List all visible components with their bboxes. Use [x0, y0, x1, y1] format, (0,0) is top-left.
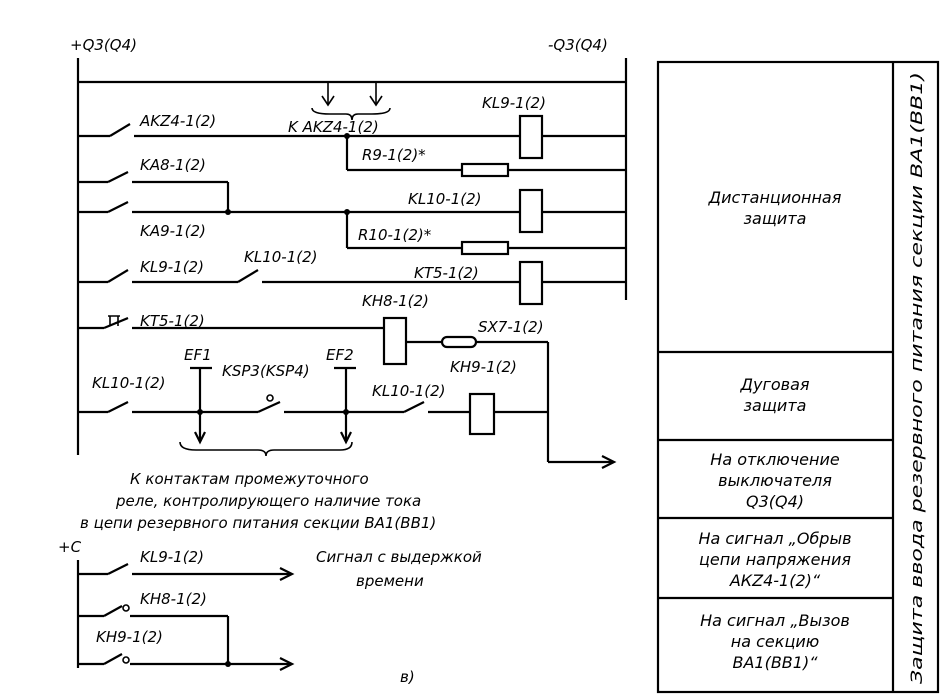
- ef2-arrow: [340, 431, 352, 445]
- row3-line1: На отключение: [710, 450, 840, 469]
- table-frame: [656, 60, 940, 694]
- kl9-contact-label: KL9-1(2): [140, 258, 204, 276]
- kh8-coil-label: KH8-1(2): [362, 292, 429, 310]
- ksp3-contact: [257, 400, 281, 414]
- kh9-signal-marker: [122, 656, 130, 664]
- row4-line2: цепи напряжения: [699, 550, 851, 569]
- ksp3-label: KSP3(KSP4): [222, 362, 310, 380]
- row1-line2: защита: [744, 209, 807, 228]
- ef2-node: [343, 409, 349, 415]
- k-akz-label: K AKZ4-1(2): [288, 118, 379, 136]
- r10-node: [344, 209, 350, 215]
- row4-line1: На сигнал „Обрыв: [698, 529, 851, 548]
- ka9-contact: [107, 201, 129, 213]
- r10-resistor: [460, 240, 510, 256]
- kl9-signal-label: KL9-1(2): [140, 548, 204, 566]
- kh9-coil-label: KH9-1(2): [450, 358, 517, 376]
- kh9-signal-label: KH9-1(2): [96, 628, 163, 646]
- row5-line1: На сигнал „Вызов: [700, 611, 850, 630]
- caption-line-1: К контактам промежуточного: [130, 470, 369, 488]
- kt5-coil: [518, 260, 544, 306]
- r9-label: R9-1(2)*: [362, 146, 426, 164]
- row1-line1: Дистанционная: [708, 188, 842, 207]
- row3-line2: выключателя: [718, 471, 832, 490]
- kl10-coil: [518, 188, 544, 234]
- kl9-signal-contact: [107, 563, 129, 575]
- kl10-contact-right-label: KL10-1(2): [372, 382, 445, 400]
- minus-bus-label: -Q3(Q4): [548, 36, 608, 54]
- kl10-contact: [237, 269, 259, 283]
- kl10-coil-label: KL10-1(2): [408, 190, 481, 208]
- row5-line3: ВА1(ВВ1)“: [732, 653, 818, 672]
- figure-letter: в): [400, 668, 415, 686]
- ka-node: [225, 209, 231, 215]
- ef2-label: EF2: [326, 346, 354, 364]
- kl10-right-contact: [403, 401, 425, 413]
- r10-label: R10-1(2)*: [358, 226, 432, 244]
- r9-resistor: [460, 162, 510, 178]
- kl10-left-contact: [107, 401, 129, 413]
- row5-line2: на секцию: [731, 632, 819, 651]
- kh9-coil: [468, 392, 496, 436]
- sx7-label: SX7-1(2): [478, 318, 544, 336]
- row2-line1: Дуговая: [739, 375, 809, 394]
- kt5-coil-label: KT5-1(2): [414, 264, 479, 282]
- r9-node: [344, 133, 350, 139]
- kl9-coil-label: KL9-1(2): [482, 94, 546, 112]
- kh9-signal-contact: [103, 653, 123, 665]
- output-arrow: [601, 455, 617, 469]
- akz-arrowhead-1: [321, 95, 335, 107]
- signal-arrow-1: [279, 567, 295, 581]
- akz-brace: [311, 107, 391, 121]
- ka8-label: KA8-1(2): [140, 156, 206, 174]
- sensors-brace: [179, 441, 353, 457]
- kl9-contact: [107, 269, 129, 283]
- akz-arrowhead-2: [369, 95, 383, 107]
- signal-text-line-1: Сигнал с выдержкой: [316, 548, 482, 566]
- kt5-contact: [103, 316, 129, 330]
- ka8-contact: [107, 171, 129, 183]
- kh8-signal-marker: [122, 604, 130, 612]
- kt5-contact-label: KT5-1(2): [140, 312, 205, 330]
- kl10-contact-label: KL10-1(2): [244, 248, 317, 266]
- protection-table: Дистанционная защита Дуговая защита На о…: [656, 60, 940, 694]
- ef1-node: [197, 409, 203, 415]
- signal-arrow-2: [279, 657, 295, 671]
- kh-signal-node: [225, 661, 231, 667]
- ef1-label: EF1: [184, 346, 212, 364]
- caption-line-3: в цепи резервного питания секции ВА1(ВВ1…: [80, 514, 436, 532]
- row3-line3: Q3(Q4): [746, 492, 804, 511]
- akz-contact-label: AKZ4-1(2): [139, 112, 216, 130]
- ksp3-contact-marker: [266, 394, 274, 402]
- row2-line2: защита: [744, 396, 807, 415]
- row4-line3: АКZ4-1(2)“: [729, 571, 821, 590]
- ef1-arrow: [194, 431, 206, 445]
- signal-text-line-2: времени: [356, 572, 424, 590]
- kl9-coil: [518, 114, 544, 160]
- kh8-signal-contact: [103, 605, 123, 617]
- kl10-contact-left-label: KL10-1(2): [92, 374, 165, 392]
- plus-c-label: +C: [58, 538, 82, 556]
- kh8-signal-label: KH8-1(2): [140, 590, 207, 608]
- akz-contact: [109, 123, 131, 137]
- ka9-label: KA9-1(2): [140, 222, 206, 240]
- table-side-label: Защита ввода резервного питания секции В…: [907, 72, 926, 684]
- plus-bus-label: +Q3(Q4): [70, 36, 137, 54]
- sx7-link: [440, 335, 478, 349]
- kh8-coil: [382, 316, 408, 366]
- caption-line-2: реле, контролирующего наличие тока: [115, 492, 421, 510]
